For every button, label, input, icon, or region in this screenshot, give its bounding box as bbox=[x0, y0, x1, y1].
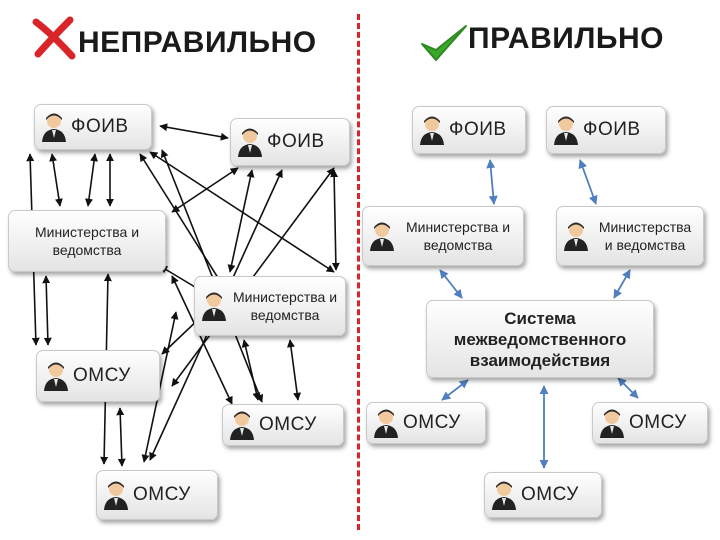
person-avatar-icon bbox=[492, 481, 516, 510]
node-label: Министерства и ведомства bbox=[34, 224, 140, 258]
person-avatar-icon bbox=[420, 116, 444, 145]
arrow bbox=[159, 123, 229, 141]
node-label: ОМСУ bbox=[133, 484, 191, 505]
arrow bbox=[441, 379, 469, 401]
right-omsu-1: ОМСУ bbox=[366, 402, 486, 444]
person-avatar-icon bbox=[42, 113, 66, 142]
arrow bbox=[49, 153, 63, 207]
right-system: Система межведомственного взаимодействия bbox=[426, 300, 654, 378]
person-avatar-icon bbox=[44, 362, 68, 391]
person-avatar-icon bbox=[554, 116, 578, 145]
person-avatar-icon bbox=[230, 411, 254, 440]
right-omsu-3: ОМСУ bbox=[484, 472, 602, 518]
arrow bbox=[613, 269, 631, 299]
arrow bbox=[286, 339, 302, 401]
node-label: Система межведомственного взаимодействия bbox=[453, 308, 627, 370]
node-label: ФОИВ bbox=[449, 119, 507, 140]
person-avatar-icon bbox=[104, 481, 128, 510]
arrow bbox=[439, 269, 463, 299]
node-label: ФОИВ bbox=[583, 119, 641, 140]
right-ministries-2: Министерства и ведомства bbox=[556, 206, 704, 266]
left-ministries-1: Министерства и ведомства bbox=[8, 210, 166, 272]
person-avatar-icon bbox=[564, 222, 588, 251]
arrow bbox=[42, 275, 52, 346]
arrow bbox=[227, 169, 255, 273]
arrow bbox=[171, 167, 239, 213]
arrow bbox=[141, 311, 179, 463]
right-foiv-1: ФОИВ bbox=[412, 106, 526, 154]
node-label: ОМСУ bbox=[259, 414, 317, 435]
left-omsu-1: ОМСУ bbox=[36, 350, 160, 402]
person-avatar-icon bbox=[600, 409, 624, 438]
person-avatar-icon bbox=[238, 128, 262, 157]
left-foiv-2: ФОИВ bbox=[230, 118, 350, 166]
arrow bbox=[84, 153, 99, 207]
node-label: ФОИВ bbox=[71, 116, 129, 137]
arrow bbox=[241, 339, 261, 401]
arrow bbox=[578, 159, 598, 205]
green-check-icon bbox=[421, 25, 467, 61]
node-label: ОМСУ bbox=[73, 365, 131, 386]
left-ministries-2: Министерства и ведомства bbox=[194, 276, 346, 336]
heading-wrong: НЕПРАВИЛЬНО bbox=[78, 26, 317, 59]
arrow bbox=[116, 407, 126, 467]
left-omsu-2: ОМСУ bbox=[222, 404, 344, 446]
arrow bbox=[149, 151, 335, 273]
person-avatar-icon bbox=[374, 409, 398, 438]
left-foiv-1: ФОИВ bbox=[34, 104, 152, 150]
node-label: ОМСУ bbox=[521, 484, 579, 505]
node-label: Министерства и ведомства bbox=[232, 289, 338, 323]
divider-line bbox=[357, 14, 360, 530]
node-label: ОМСУ bbox=[629, 412, 687, 433]
node-label: Министерства и ведомства bbox=[405, 219, 511, 253]
person-avatar-icon bbox=[202, 292, 226, 321]
left-omsu-3: ОМСУ bbox=[96, 470, 218, 520]
node-label: ФОИВ bbox=[267, 131, 325, 152]
arrow bbox=[330, 169, 340, 271]
person-avatar-icon bbox=[370, 222, 394, 251]
heading-right: ПРАВИЛЬНО bbox=[468, 22, 664, 55]
node-label: ОМСУ bbox=[403, 412, 461, 433]
arrow bbox=[617, 377, 639, 399]
arrow bbox=[486, 159, 498, 205]
right-ministries-1: Министерства и ведомства bbox=[362, 206, 524, 266]
right-omsu-2: ОМСУ bbox=[592, 402, 708, 444]
right-foiv-2: ФОИВ bbox=[546, 106, 666, 154]
node-label: Министерства и ведомства bbox=[598, 219, 692, 253]
red-cross-icon bbox=[32, 16, 76, 60]
